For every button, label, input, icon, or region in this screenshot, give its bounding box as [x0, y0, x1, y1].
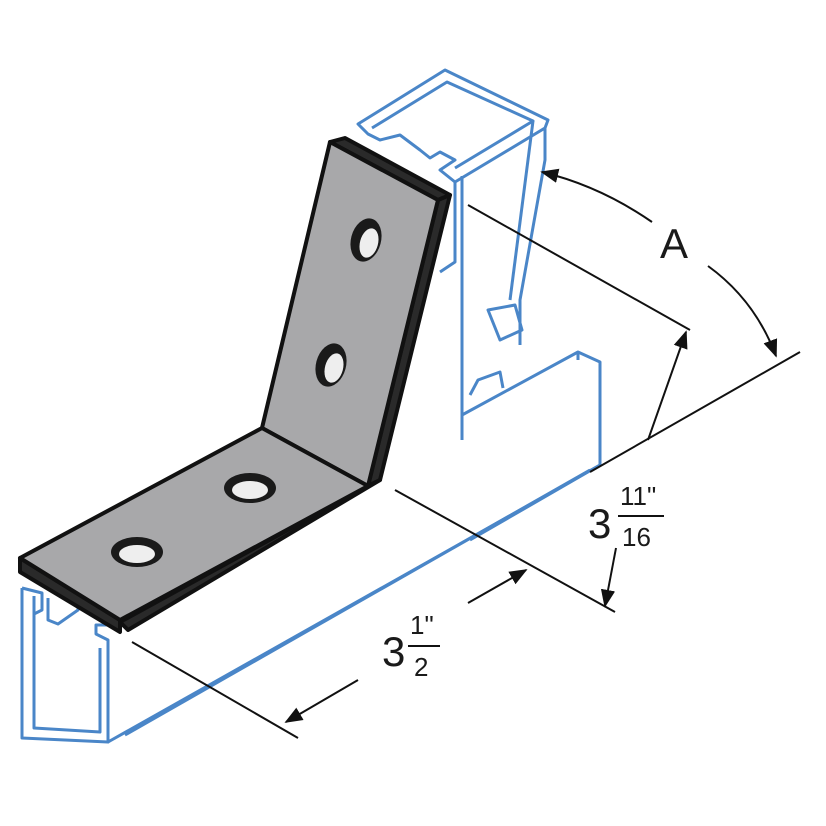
width-dim-arrow-left [284, 679, 359, 723]
angle-label-group: A [660, 220, 688, 267]
width-dim-denominator: 2 [414, 652, 428, 682]
height-dim-numerator: 11" [620, 481, 656, 511]
width-dim-arrow-right [467, 569, 528, 604]
width-dim-numerator: 1" [410, 610, 434, 640]
extension-line-bend [394, 489, 616, 613]
dimension-lines [131, 168, 801, 739]
angle-label: A [660, 220, 688, 267]
extension-line-top [467, 204, 691, 331]
angle-arc-upper [540, 168, 653, 223]
bolt-hole-2 [315, 343, 347, 387]
bolt-hole-1 [350, 218, 382, 262]
height-dim-arrow-down [600, 547, 617, 608]
lower-channel-strut [20, 350, 602, 744]
bracket-lower-leg [18, 426, 370, 622]
height-dim-whole: 3 [588, 500, 611, 547]
height-dimension-label: 3 11" 16 [588, 481, 664, 552]
width-dimension-label: 3 1" 2 [382, 610, 440, 682]
bracket-upper-leg [260, 140, 440, 488]
angle-arc-lower [707, 265, 778, 358]
upper-channel-strut [356, 68, 550, 415]
bolt-hole-3 [224, 473, 276, 503]
height-dim-denominator: 16 [622, 522, 651, 552]
bolt-hole-4 [111, 537, 163, 567]
height-dim-arrow-up [647, 330, 688, 441]
extension-line-channel [589, 351, 801, 473]
extension-line-front [131, 641, 299, 739]
angle-bracket [18, 136, 452, 634]
width-dim-whole: 3 [382, 628, 405, 675]
